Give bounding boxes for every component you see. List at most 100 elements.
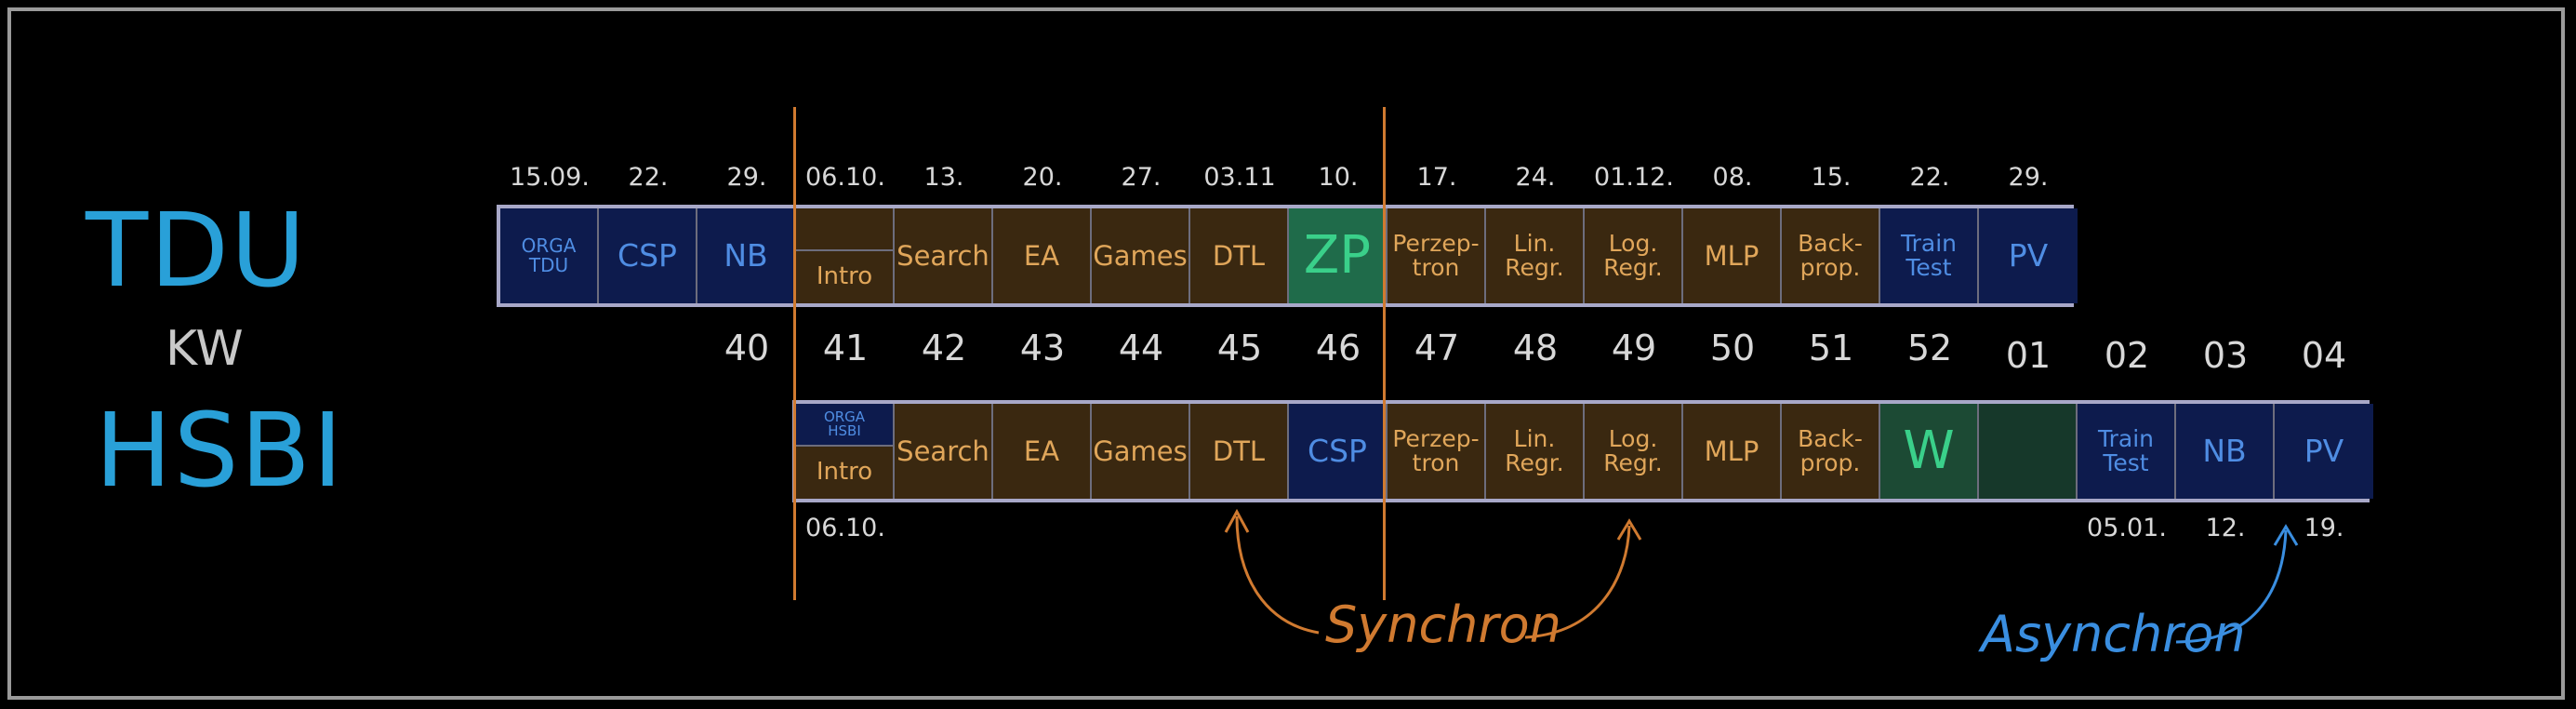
week-number: 50 (1709, 328, 1756, 368)
tdu-cell: Games (1092, 208, 1190, 303)
cell-label: W (1903, 420, 1955, 481)
hsbi-cell-bottom: Intro (796, 447, 893, 499)
cell-label: Search (896, 239, 989, 272)
cell-label: Lin. Regr. (1505, 424, 1564, 476)
week-number: 44 (1118, 328, 1164, 368)
week-number: 41 (822, 328, 869, 368)
week-number: 40 (724, 328, 770, 368)
cell-label: Intro (816, 458, 873, 487)
tdu-cell: ORGA TDU (500, 208, 599, 303)
tdu-date-label: 15. (1811, 163, 1852, 192)
week-number: 48 (1512, 328, 1559, 368)
hsbi-cell: Perzep- tron (1388, 404, 1486, 499)
tdu-date-label: 15.09. (510, 163, 590, 192)
hsbi-cell: DTL (1190, 404, 1289, 499)
hsbi-cell: PV (2275, 404, 2373, 499)
cell-label: Log. Regr. (1603, 229, 1663, 281)
week-number: 04 (2301, 335, 2347, 376)
hsbi-cell: Search (895, 404, 993, 499)
week-number: 46 (1315, 328, 1361, 368)
tdu-date-label: 08. (1712, 163, 1753, 192)
hsbi-cell: Lin. Regr. (1486, 404, 1585, 499)
cell-label: MLP (1704, 435, 1759, 467)
cell-label: EA (1023, 435, 1060, 467)
hsbi-cell: CSP (1289, 404, 1388, 499)
week-number: 45 (1216, 328, 1263, 368)
week-number: 03 (2202, 335, 2249, 376)
week-number: 52 (1906, 328, 1953, 368)
frame-border (7, 7, 2565, 700)
tdu-cell: Intro (796, 208, 895, 303)
tdu-cell: Perzep- tron (1388, 208, 1486, 303)
synchron-label: Synchron (1325, 595, 1561, 654)
cell-label: EA (1023, 239, 1060, 272)
hsbi-cell: Train Test (2078, 404, 2176, 499)
week-number: 43 (1019, 328, 1066, 368)
tdu-cell: ZP (1289, 208, 1388, 303)
asynchron-label: Asynchron (1981, 605, 2246, 663)
week-number: 47 (1414, 328, 1460, 368)
tdu-date-label: 24. (1515, 163, 1556, 192)
cell-label: Games (1093, 239, 1188, 272)
cell-label: Perzep- tron (1392, 424, 1480, 476)
tdu-cell-top (796, 208, 893, 251)
tdu-cell: PV (1979, 208, 2078, 303)
cell-label: Train Test (1901, 229, 1957, 281)
hsbi-cell (1979, 404, 2078, 499)
hsbi-date-label: 05.01. (2087, 514, 2167, 542)
cell-label: Intro (816, 262, 873, 291)
title-tdu: TDU (86, 191, 308, 310)
tdu-cell-bottom: Intro (796, 251, 893, 303)
sync-week46-line (1383, 107, 1386, 600)
hsbi-cell: Games (1092, 404, 1190, 499)
tdu-cell: Log. Regr. (1585, 208, 1683, 303)
tdu-cell: Lin. Regr. (1486, 208, 1585, 303)
cell-label: NB (724, 236, 768, 274)
cell-label: MLP (1704, 239, 1759, 272)
hsbi-cell: EA (993, 404, 1092, 499)
cell-label: ZP (1303, 224, 1372, 286)
cell-label: Perzep- tron (1392, 229, 1480, 281)
week-number: 42 (921, 328, 967, 368)
cell-label: PV (2008, 236, 2049, 274)
tdu-date-label: 22. (1909, 163, 1950, 192)
tdu-date-label: 29. (2008, 163, 2049, 192)
tdu-date-label: 20. (1022, 163, 1063, 192)
tdu-cell: CSP (599, 208, 697, 303)
week-number: 02 (2104, 335, 2150, 376)
tdu-date-label: 17. (1416, 163, 1457, 192)
cell-label: Search (896, 435, 989, 467)
cell-label: DTL (1212, 239, 1266, 272)
hsbi-cell: ORGA HSBI Intro (796, 404, 895, 499)
cell-label: DTL (1212, 435, 1266, 467)
hsbi-date-label: 12. (2205, 514, 2246, 542)
tdu-date-label: 27. (1121, 163, 1162, 192)
title-hsbi: HSBI (95, 391, 345, 510)
hsbi-cell: Back- prop. (1782, 404, 1880, 499)
cell-label: ORGA HSBI (823, 408, 866, 439)
tdu-date-label: 10. (1318, 163, 1359, 192)
tdu-cell: Train Test (1880, 208, 1979, 303)
cell-label: PV (2304, 432, 2344, 469)
tdu-cell: Back- prop. (1782, 208, 1880, 303)
hsbi-cell: MLP (1683, 404, 1782, 499)
cell-label: Train Test (2098, 424, 2154, 476)
week-number: 49 (1611, 328, 1657, 368)
hsbi-cell: Log. Regr. (1585, 404, 1683, 499)
tdu-cell: DTL (1190, 208, 1289, 303)
hsbi-cell: NB (2176, 404, 2275, 499)
cell-label: Lin. Regr. (1505, 229, 1564, 281)
tdu-cell: Search (895, 208, 993, 303)
tdu-cell: MLP (1683, 208, 1782, 303)
cell-label: NB (2202, 432, 2247, 469)
cell-label: Games (1093, 435, 1188, 467)
label-kw: KW (166, 321, 244, 377)
tdu-date-label: 22. (628, 163, 669, 192)
tdu-date-label: 01.12. (1594, 163, 1674, 192)
cell-label: Log. Regr. (1603, 424, 1663, 476)
week-number: 51 (1808, 328, 1854, 368)
hsbi-date-label: 19. (2304, 514, 2344, 542)
tdu-cell: NB (697, 208, 796, 303)
tdu-date-label: 06.10. (805, 163, 885, 192)
